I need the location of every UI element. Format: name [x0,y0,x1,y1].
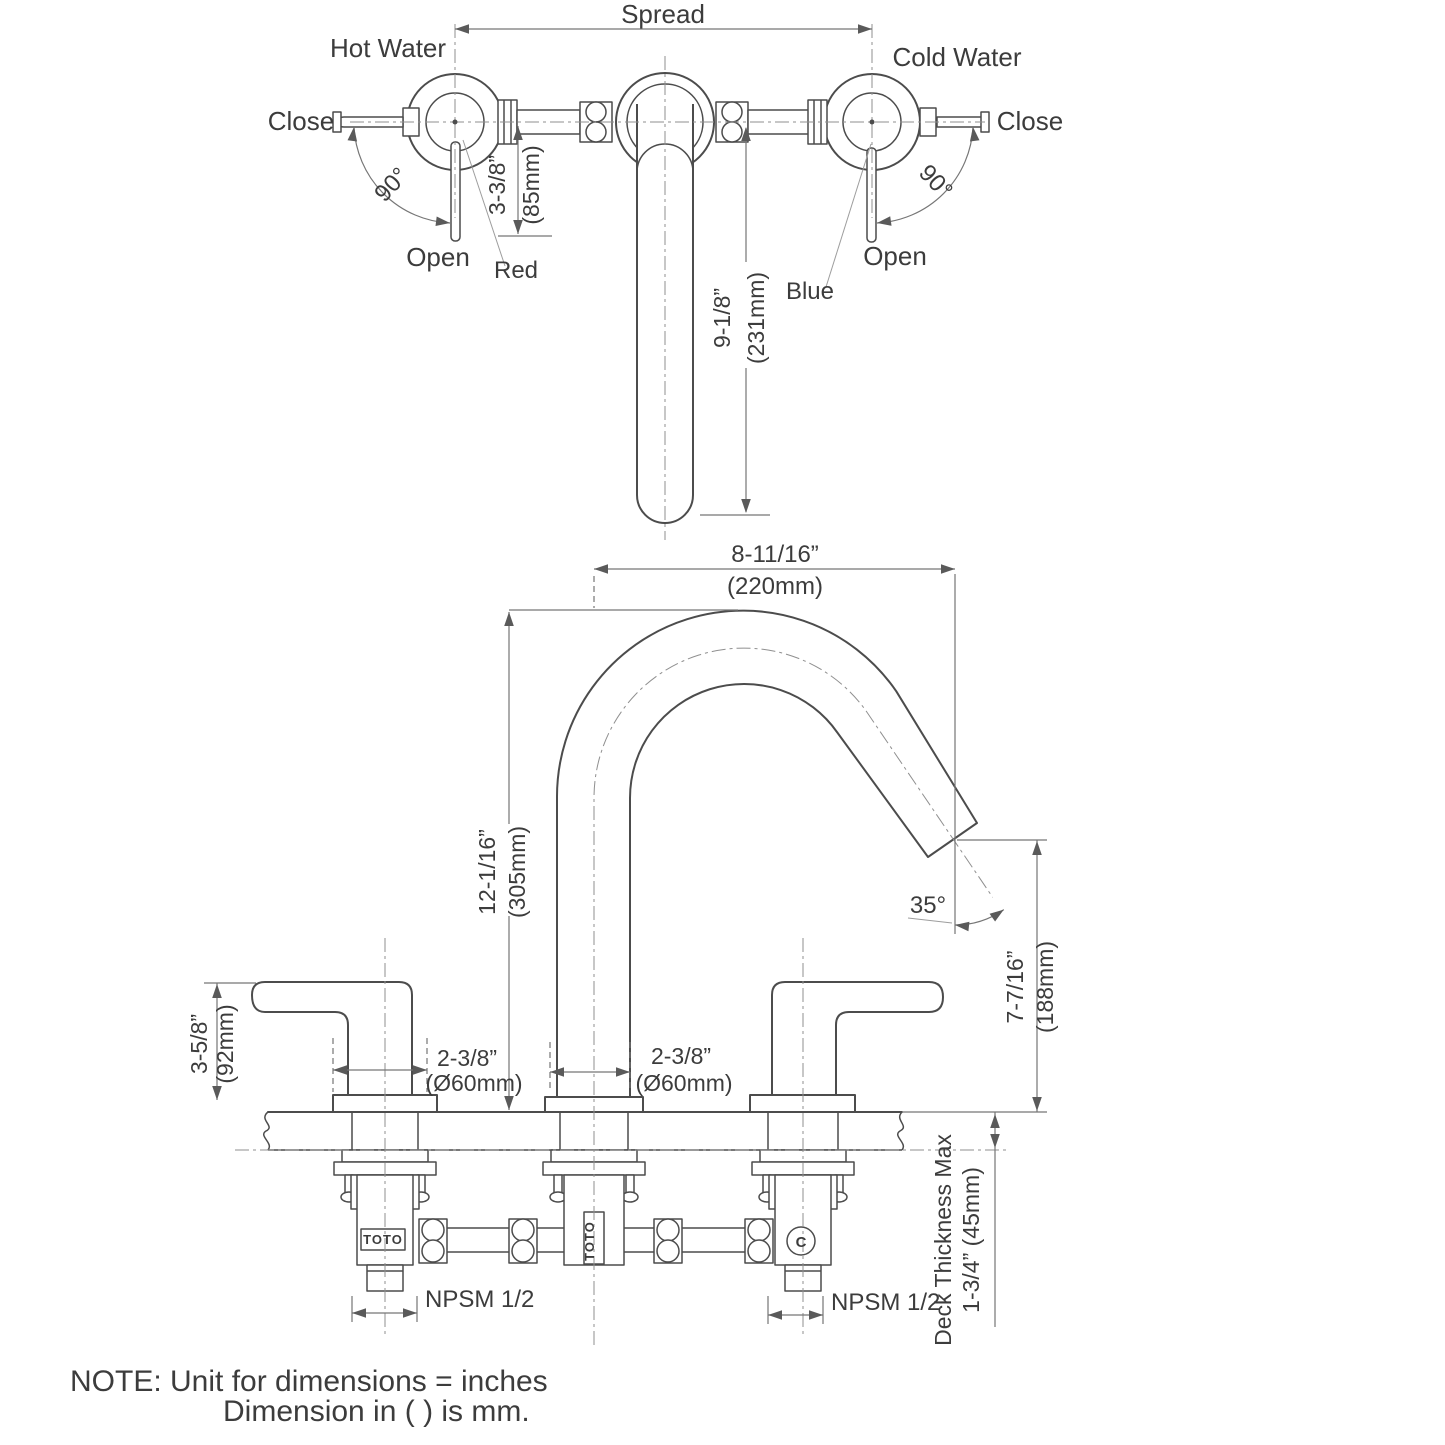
hot-close-label: Close [268,106,334,136]
spout-length-mm: (231mm) [743,272,769,364]
left-handle-lever [251,981,413,1096]
left-escutcheon-in: 2-3/8” [437,1045,497,1071]
outlet-height-mm: (188mm) [1032,941,1058,1033]
top-view: Spread Hot Water Cold Water Close Close … [268,0,1063,540]
hot-angle-label: 90° [369,162,414,207]
npsm-left-label: NPSM 1/2 [425,1286,534,1313]
note-block: NOTE: Unit for dimensions = inches Dimen… [70,1365,548,1428]
supply-manifold [418,1218,774,1264]
handle-height-in: 3-5/8” [186,1014,212,1074]
cold-water-label: Cold Water [892,42,1021,72]
right-valve-assembly [751,1149,855,1292]
outlet-height-in: 7-7/16” [1002,951,1028,1024]
outlet-angle-dimension [907,905,1007,932]
deck-thickness-dimension [990,1112,1000,1327]
hot-open-label: Open [406,242,470,272]
red-indicator-label: Red [494,257,538,284]
handle-length-in: 3-3/8” [484,155,510,215]
deck-thickness-line2: 1-3/4” (45mm) [958,1167,984,1313]
front-view-centerlines [235,647,1007,1345]
handle-height-dimension [204,982,256,1100]
npsm-right-label: NPSM 1/2 [831,1289,940,1316]
hot-rotation-arc [347,126,451,228]
cold-open-label: Open [863,241,927,271]
hot-water-label: Hot Water [330,33,446,63]
spout-length-in: 9-1/8” [709,288,735,348]
blue-leader-line [825,143,872,288]
cold-valve-mark: C [796,1234,807,1251]
npsm-left-dimension [351,1296,418,1322]
deck-thickness-line1: Deck Thickness Max [930,1134,956,1346]
spout-reach-dimension [593,564,956,934]
spout-length-dimension [700,127,770,516]
left-escutcheon-mm: (Ø60mm) [425,1070,522,1096]
note-line1: NOTE: Unit for dimensions = inches [70,1365,548,1398]
red-leader-line [462,139,506,267]
front-view: 8-11/16” (220mm) 12-1/16” (305mm) 3-5/8”… [186,541,1058,1346]
handle-length-dimension [498,126,552,237]
blue-indicator-label: Blue [786,278,834,305]
spout-height-dimension [504,609,738,1110]
center-escutcheon-dimension [549,1042,631,1092]
spout-height-mm: (305mm) [504,826,530,918]
outlet-angle-label: 35° [910,892,946,919]
brand-center-logo: TOTO [582,1221,597,1261]
cold-open-lever [866,147,877,243]
center-escutcheon-mm: (Ø60mm) [635,1070,732,1096]
spout-reach-mm: (220mm) [727,573,823,600]
center-escutcheon-in: 2-3/8” [651,1043,711,1069]
npsm-right-dimension [767,1296,824,1324]
handle-length-mm: (85mm) [518,145,544,224]
right-hose [715,99,828,145]
cold-close-label: Close [997,106,1063,136]
brand-left-logo: TOTO [363,1232,403,1247]
outlet-height-dimension [957,839,1047,1112]
spout-reach-in: 8-11/16” [731,541,819,568]
note-line2: Dimension in ( ) is mm. [223,1395,530,1428]
spread-dimension [455,24,872,34]
right-handle-lever [771,981,944,1096]
gooseneck-spout [555,609,978,1098]
left-escutcheon-dimension [332,1038,428,1092]
cold-rotation-arc [876,126,980,228]
top-view-centerlines [350,24,985,540]
spout-height-in: 12-1/16” [474,829,500,915]
handle-height-mm: (92mm) [212,1004,238,1083]
cold-angle-label: 90° [913,159,958,204]
spread-label: Spread [621,0,705,29]
